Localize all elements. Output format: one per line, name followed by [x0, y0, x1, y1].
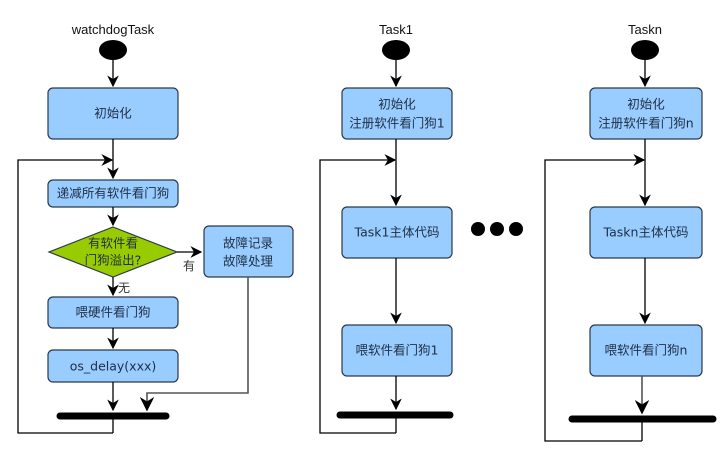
init-line1: 初始化 — [627, 97, 665, 112]
fault-merge-arrow — [139, 277, 249, 412]
taskn-flow: Taskn 初始化 注册软件看门狗n Taskn主体代码 喂软件看门狗n — [544, 22, 717, 442]
feed-hw-label: 喂硬件看门狗 — [75, 305, 150, 320]
decrement-label: 递减所有软件看门狗 — [57, 186, 170, 201]
body-box — [341, 206, 453, 259]
init-line1: 初始化 — [378, 97, 416, 112]
watchdog-task-flow: watchdogTask 初始化 递减所有软件看门狗 有软件看 门狗溢出? 有 … — [17, 22, 294, 434]
feed-box — [589, 324, 703, 377]
feed-label: 喂软件看门狗1 — [356, 343, 439, 358]
init-line2: 注册软件看门狗1 — [349, 116, 444, 131]
decision-line1: 有软件看 — [88, 236, 138, 251]
task1-flow: Task1 初始化 注册软件看门狗1 Task1主体代码 喂软件看门狗1 — [319, 22, 454, 434]
feed-label: 喂软件看门狗n — [605, 343, 688, 358]
delay-label: os_delay(xxx) — [70, 359, 157, 374]
no-label: 无 — [118, 281, 130, 295]
loop-back-arrow — [319, 154, 397, 434]
start-node — [382, 40, 410, 60]
init-line2: 注册软件看门狗n — [598, 116, 693, 131]
body-label: Taskn主体代码 — [603, 225, 689, 240]
fault-line1: 故障记录 — [223, 236, 273, 251]
watchdog-task-title: watchdogTask — [71, 22, 155, 37]
init-box — [589, 87, 703, 140]
body-box — [589, 206, 703, 259]
init-label: 初始化 — [94, 106, 132, 121]
init-box — [341, 87, 453, 140]
fault-box — [203, 225, 294, 278]
loop-back-arrow — [544, 154, 646, 442]
yes-label: 有 — [183, 259, 195, 273]
loop-back-arrow — [17, 154, 114, 434]
decision-line2: 门狗溢出? — [85, 253, 142, 268]
start-node — [99, 40, 127, 60]
ellipsis-icon — [471, 222, 523, 236]
task1-title: Task1 — [379, 22, 413, 37]
start-node — [631, 40, 659, 60]
taskn-title: Taskn — [628, 22, 662, 37]
body-label: Task1主体代码 — [354, 225, 440, 240]
feed-box — [341, 324, 453, 377]
fault-line2: 故障处理 — [223, 254, 274, 269]
